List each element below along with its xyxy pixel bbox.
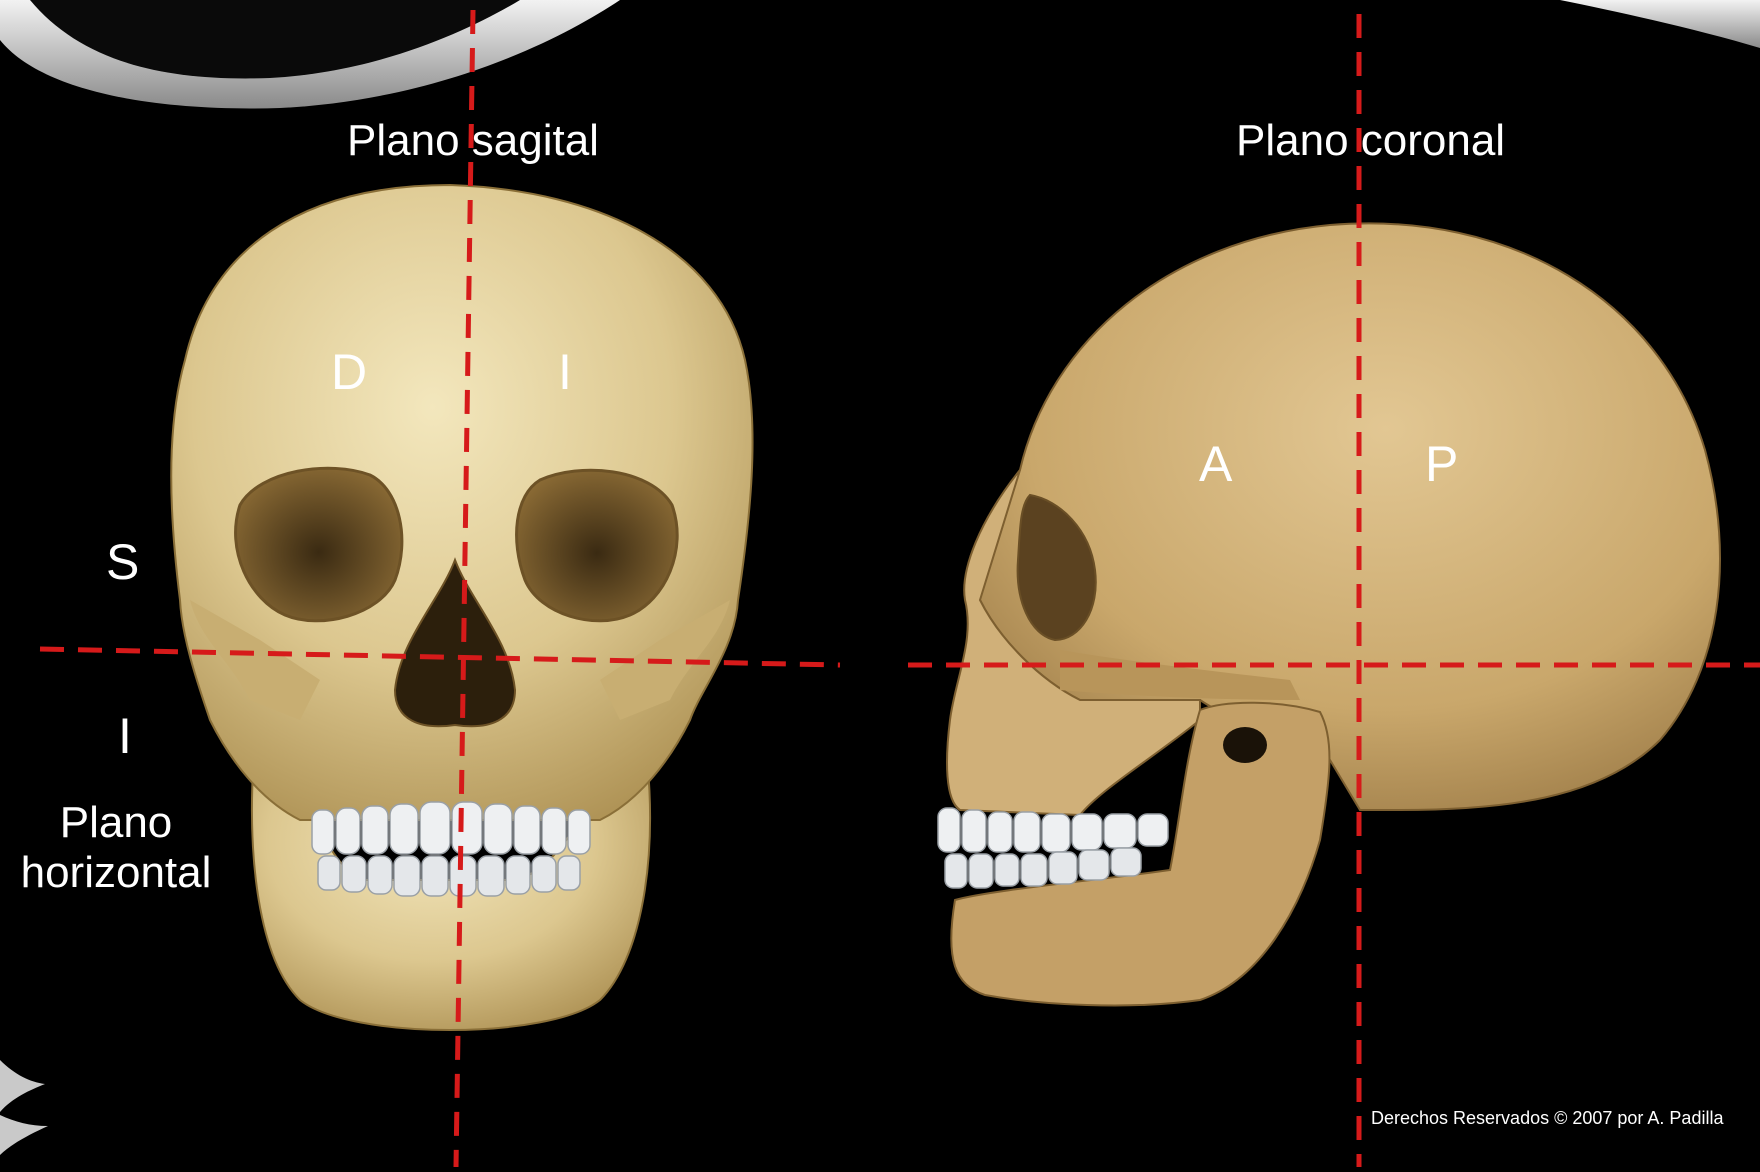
front-orbit-left <box>517 470 678 621</box>
coronal-plane-label: Plano coronal <box>1236 116 1505 166</box>
decorative-swoosh-bottom-left <box>0 1060 48 1155</box>
lateral-teeth-upper <box>938 808 1168 852</box>
skull-lateral-view <box>938 223 1720 1005</box>
sagittal-plane-label: Plano sagital <box>347 116 599 166</box>
posterior-label: P <box>1425 435 1458 493</box>
right-side-label: D <box>331 343 367 401</box>
anterior-label: A <box>1199 435 1232 493</box>
copyright-notice: Derechos Reservados © 2007 por A. Padill… <box>1371 1108 1723 1129</box>
inferior-label: I <box>118 707 132 765</box>
horizontal-plane-label: Plano horizontal <box>16 798 216 898</box>
superior-label: S <box>106 533 139 591</box>
left-side-label: I <box>558 343 572 401</box>
lateral-ear-canal <box>1223 727 1267 763</box>
decorative-frame-top-right <box>1560 0 1760 48</box>
front-orbit-right <box>236 468 402 621</box>
